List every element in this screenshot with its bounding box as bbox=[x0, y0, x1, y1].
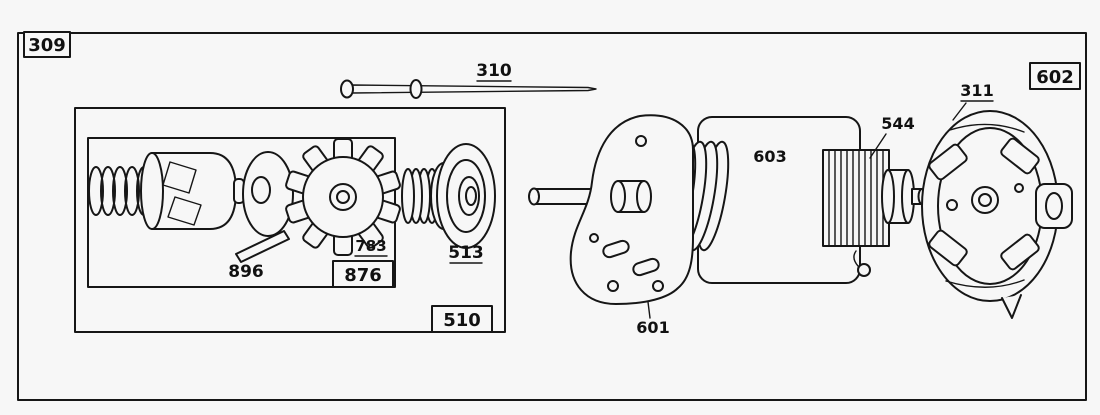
callout-box-309: 309 bbox=[23, 31, 71, 58]
callout-box-510: 510 bbox=[431, 305, 493, 333]
drive-assembly-outline bbox=[74, 107, 506, 333]
callout-309: 309 bbox=[28, 35, 66, 56]
callout-box-602: 602 bbox=[1029, 62, 1081, 90]
bolt-head bbox=[340, 79, 354, 99]
terminal bbox=[853, 250, 871, 277]
figure-border bbox=[17, 32, 1087, 401]
callout-513: 513 bbox=[448, 243, 484, 263]
end-cap-assembly: 311 602 bbox=[921, 62, 1081, 319]
callout-896: 896 bbox=[228, 262, 264, 282]
bracket-slot bbox=[632, 257, 660, 277]
callout-310: 310 bbox=[476, 61, 512, 81]
clutch-housing bbox=[140, 152, 245, 230]
screw-hole bbox=[946, 199, 958, 211]
mounting-ear bbox=[1035, 183, 1073, 229]
pinion-gear bbox=[285, 138, 401, 256]
bracket-hole bbox=[607, 280, 619, 292]
callout-601: 601 bbox=[636, 318, 669, 337]
bracket-hole bbox=[652, 280, 664, 292]
callout-box-876: 876 bbox=[332, 260, 394, 288]
shaft-boss bbox=[610, 180, 652, 213]
callout-783: 783 bbox=[355, 237, 386, 255]
callout-544: 544 bbox=[881, 114, 914, 133]
drive-assembly: 896 783 bbox=[74, 107, 506, 333]
bracket-hole bbox=[589, 233, 599, 243]
callout-leader bbox=[647, 301, 651, 319]
callout-leader bbox=[869, 133, 887, 159]
armature bbox=[822, 149, 927, 247]
roll-pin bbox=[235, 230, 290, 263]
brush-card bbox=[928, 123, 1040, 288]
brush-holder bbox=[1000, 137, 1040, 175]
bracket-slot bbox=[602, 239, 630, 259]
screw-hole bbox=[1014, 183, 1024, 193]
callout-603: 603 bbox=[753, 147, 786, 166]
callout-311: 311 bbox=[960, 81, 993, 100]
starter-motor: 603 544 bbox=[528, 114, 927, 337]
thru-bolt: 310 bbox=[340, 61, 597, 99]
end-cap-bottom-tab bbox=[1001, 294, 1022, 319]
callout-box-outline bbox=[23, 31, 71, 58]
callout-510: 510 bbox=[443, 310, 481, 331]
callout-602: 602 bbox=[1036, 67, 1074, 88]
starter-clutch bbox=[401, 143, 496, 249]
bolt-collar bbox=[409, 79, 423, 99]
brush-holder bbox=[928, 229, 968, 267]
callout-876: 876 bbox=[344, 265, 382, 286]
brush-holder bbox=[928, 143, 968, 181]
spring-washer bbox=[242, 151, 294, 237]
callout-leader bbox=[952, 102, 967, 121]
brush-holder bbox=[1000, 233, 1040, 271]
